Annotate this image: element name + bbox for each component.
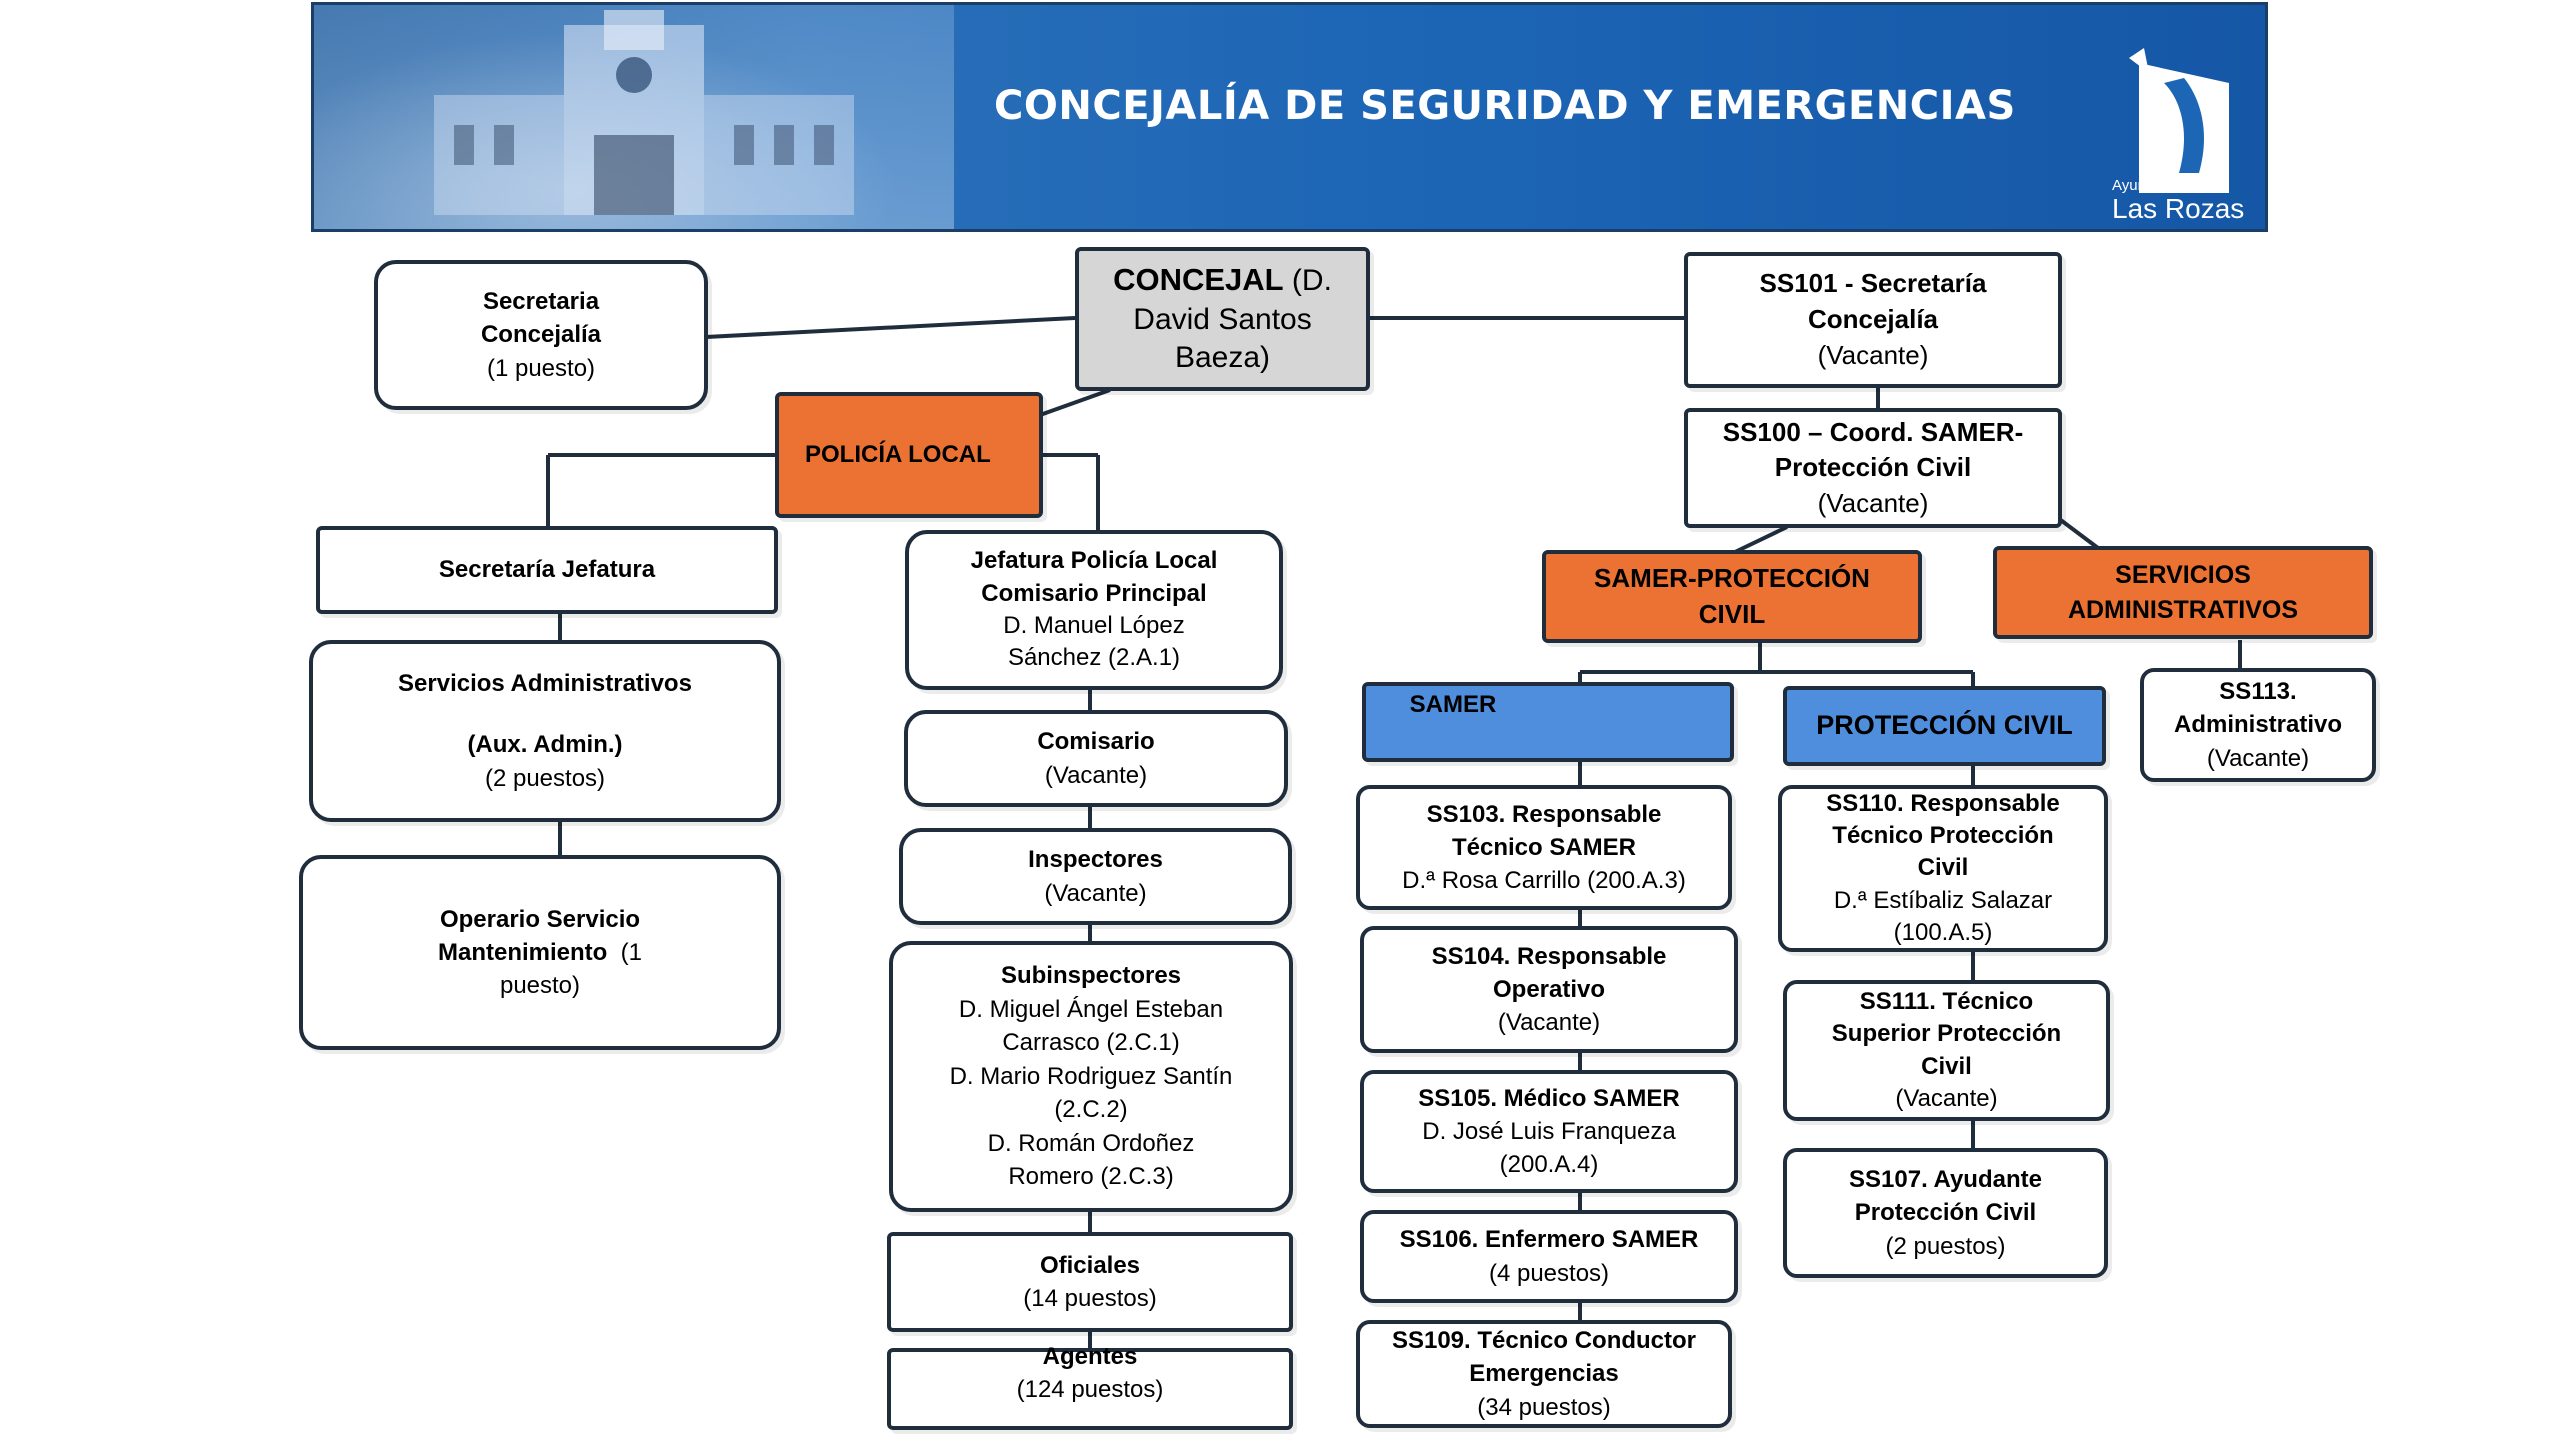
proteccion-civil-box: PROTECCIÓN CIVIL <box>1783 686 2106 766</box>
town-hall-image <box>314 5 954 229</box>
oficiales-box: Oficiales (14 puestos) <box>887 1232 1293 1332</box>
concejal-box: CONCEJAL (D. David Santos Baeza) <box>1075 247 1370 391</box>
ss106-box: SS106. Enfermero SAMER (4 puestos) <box>1360 1210 1738 1303</box>
inspectores-box: Inspectores (Vacante) <box>899 828 1292 925</box>
servicios-administrativos-pl-box: Servicios Administrativos (Aux. Admin.) … <box>309 640 781 822</box>
ss101-box: SS101 - Secretaría Concejalía (Vacante) <box>1684 252 2062 388</box>
secretaria-concejalia-box: Secretaria Concejalía (1 puesto) <box>374 260 708 410</box>
subinspectores-box: Subinspectores D. Miguel Ángel Esteban C… <box>889 941 1293 1212</box>
agentes-box: Agentes (124 puestos) <box>887 1343 1293 1430</box>
ss113-box: SS113. Administrativo (Vacante) <box>2140 668 2376 782</box>
ss103-box: SS103. Responsable Técnico SAMER D.ª Ros… <box>1356 785 1732 910</box>
header-banner: CONCEJALÍA DE SEGURIDAD Y EMERGENCIAS Ay… <box>311 2 2268 232</box>
samer-proteccion-civil-box: SAMER-PROTECCIÓN CIVIL <box>1542 550 1922 643</box>
ss111-box: SS111. Técnico Superior Protección Civil… <box>1783 980 2110 1121</box>
comisario-box: Comisario (Vacante) <box>904 710 1288 807</box>
secretaria-jefatura-box: Secretaría Jefatura <box>316 526 778 614</box>
jefatura-policia-local-box: Jefatura Policía Local Comisario Princip… <box>905 530 1283 690</box>
operario-mantenimiento-box: Operario Servicio Mantenimiento (1 puest… <box>299 855 781 1050</box>
policia-local-box: POLICÍA LOCAL <box>775 392 1043 518</box>
ss105-box: SS105. Médico SAMER D. José Luis Franque… <box>1360 1070 1738 1193</box>
ss104-box: SS104. Responsable Operativo (Vacante) <box>1360 926 1738 1053</box>
logo-text-las-rozas: Las Rozas <box>2112 193 2245 224</box>
ss107-box: SS107. Ayudante Protección Civil (2 pues… <box>1783 1148 2108 1278</box>
page-title: CONCEJALÍA DE SEGURIDAD Y EMERGENCIAS <box>994 83 2016 129</box>
logo-text-ayuntamiento: Ayuntamiento de <box>2112 177 2225 194</box>
ss100-box: SS100 – Coord. SAMER- Protección Civil (… <box>1684 408 2062 528</box>
samer-box: SAMER <box>1362 682 1734 762</box>
ss109-box: SS109. Técnico Conductor Emergencias (34… <box>1356 1320 1732 1428</box>
ss110-box: SS110. Responsable Técnico Protección Ci… <box>1778 785 2108 952</box>
servicios-administrativos-box: SERVICIOS ADMINISTRATIVOS <box>1993 546 2373 639</box>
las-rozas-logo-icon <box>2129 48 2229 193</box>
